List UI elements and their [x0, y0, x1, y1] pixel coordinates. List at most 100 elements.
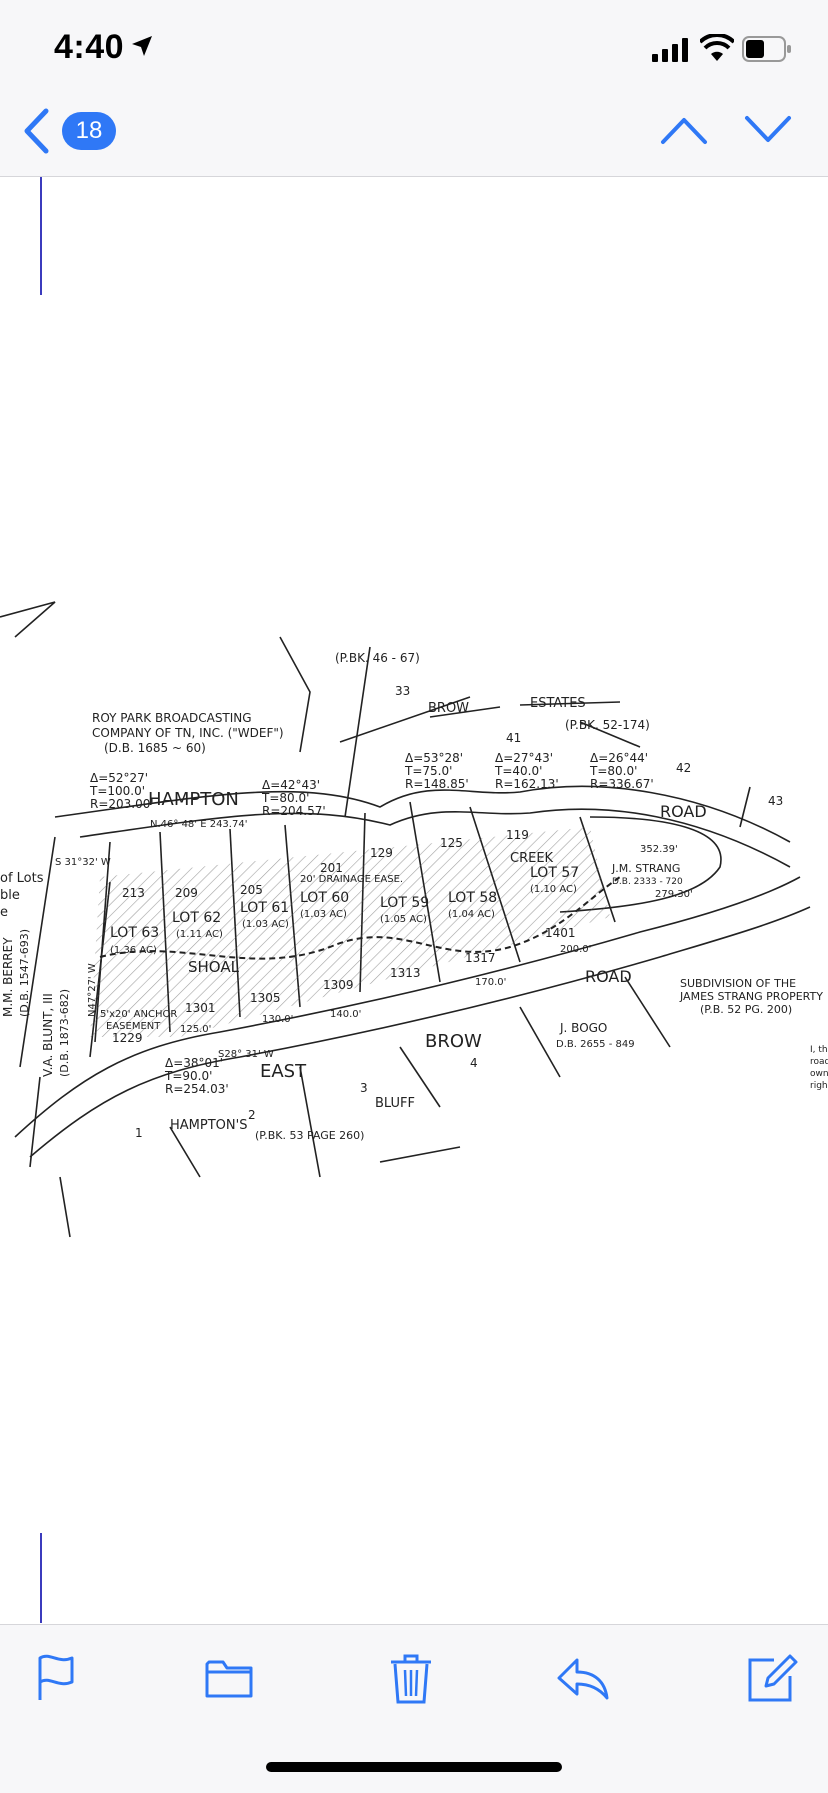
plat-label-num-1309: 1309 — [323, 978, 354, 992]
plat-label-num-1229: 1229 — [112, 1031, 143, 1045]
plat-label-curve-d-1: Δ=26°44' — [590, 751, 648, 765]
plat-label-num-1401: 1401 — [545, 926, 576, 940]
plat-label-ble: ble — [0, 888, 20, 903]
plat-label-lot60-ac: (1.03 AC) — [300, 909, 347, 920]
plat-label-bearing-bottom: S28° 31' W — [218, 1049, 274, 1060]
plat-label-sub-2: JAMES STRANG PROPERTY — [679, 990, 823, 1003]
wifi-icon — [700, 34, 734, 61]
plat-label-num-205: 205 — [240, 883, 263, 897]
plat-label-lot42: 42 — [676, 761, 691, 775]
plat-label-curve-b-2: T=75.0' — [404, 764, 452, 778]
status-bar — [0, 0, 828, 100]
shoal-creek-hatching — [90, 827, 610, 1037]
plat-label-bogo-1: J. BOGO — [559, 1021, 607, 1035]
plat-label-strang-2: D.B. 2333 - 720 — [612, 877, 683, 887]
plat-label-curve-d-3: R=336.67' — [590, 777, 654, 791]
plat-label-pbk53: (P.BK. 53 PAGE 260) — [255, 1129, 364, 1142]
plat-label-lot58-ac: (1.04 AC) — [448, 909, 495, 920]
plat-label-estates: ESTATES — [530, 696, 586, 711]
plat-label-berrey-1: M.M. BERREY — [1, 937, 15, 1017]
plat-label-lot59: LOT 59 — [380, 895, 429, 911]
shoal-creek-channel — [99, 876, 621, 960]
plat-label-east: EAST — [260, 1061, 307, 1082]
plat-label-num-201: 201 — [320, 861, 343, 875]
plat-label-bearing-n47: N47°27' W — [87, 963, 98, 1017]
plat-label-blunt-1: V.A. BLUNT, III — [41, 993, 55, 1077]
plat-label-num-1313: 1313 — [390, 966, 421, 980]
plat-label-num-129: 129 — [370, 846, 393, 860]
plat-map-drawing: ROY PARK BROADCASTING COMPANY OF TN, INC… — [0, 601, 828, 1238]
plat-label-anchor-2: EASEMENT — [106, 1021, 161, 1032]
plat-label-road-bottom: ROAD — [585, 967, 632, 986]
plat-label-num-119: 119 — [506, 828, 529, 842]
next-message-chevron-down-icon[interactable] — [744, 112, 792, 148]
plat-label-curve-c-3: R=162.13' — [495, 777, 559, 791]
plat-label-curve-a-1: Δ=42°43' — [262, 778, 320, 792]
plat-label-lot61-ac: (1.03 AC) — [242, 919, 289, 930]
plat-label-lot62: LOT 62 — [172, 910, 221, 926]
plat-label-lot61: LOT 61 — [240, 900, 289, 916]
status-time: 4:40 — [54, 28, 125, 66]
plat-linework — [0, 601, 811, 1238]
plat-label-lot2: 2 — [248, 1108, 256, 1122]
plat-label-bearing-top: N.46° 48' E 243.74' — [150, 819, 247, 830]
plat-label-dim-352: 352.39' — [640, 844, 678, 855]
plat-label-dim-130: 130.0' — [262, 1014, 293, 1025]
plat-label-bearing-left: S 31°32' W — [55, 857, 111, 868]
plat-label-hampton: HAMPTON — [148, 789, 239, 810]
plat-label-num-125: 125 — [440, 836, 463, 850]
back-chevron-icon[interactable] — [22, 108, 50, 154]
plat-label-blunt-2: (D.B. 1873-682) — [58, 989, 71, 1077]
plat-label-strang-1: J.M. STRANG — [611, 862, 680, 875]
unread-count-badge[interactable]: 18 — [62, 112, 116, 150]
plat-label-curve-bottom-1: Δ=38°01' — [165, 1056, 223, 1070]
plat-label-curve-c-1: Δ=27°43' — [495, 751, 553, 765]
plat-label-curve-left-1: Δ=52°27' — [90, 771, 148, 785]
compose-icon[interactable] — [744, 1650, 800, 1706]
plat-label-road-top: ROAD — [660, 802, 707, 821]
plat-label-lot63: LOT 63 — [110, 925, 159, 941]
plat-label-dim-200: 200.0' — [560, 944, 591, 955]
plat-label-dim-125: 125.0' — [180, 1024, 211, 1035]
navigation-bar — [0, 100, 828, 177]
plat-label-side-road: road — [810, 1057, 828, 1067]
flag-icon[interactable] — [28, 1650, 84, 1706]
plat-label-berrey-2: (D.B. 1547-693) — [18, 929, 31, 1017]
plat-label-hamptons: HAMPTON'S — [170, 1118, 247, 1133]
plat-label-dim-140: 140.0' — [330, 1009, 361, 1020]
plat-label-side-i-th: I, th — [810, 1045, 828, 1055]
plat-label-lot3: 3 — [360, 1081, 368, 1095]
location-arrow-icon — [132, 36, 152, 56]
reply-icon[interactable] — [555, 1650, 611, 1706]
plat-label-of-lots: of Lots — [0, 871, 44, 886]
plat-label-side-own: own — [810, 1069, 828, 1079]
plat-label-curve-bottom-2: T=90.0' — [164, 1069, 212, 1083]
plat-label-lot41: 41 — [506, 731, 521, 745]
plat-label-lot62-ac: (1.11 AC) — [176, 929, 223, 940]
plat-label-lot58: LOT 58 — [448, 890, 497, 906]
plat-label-creek: CREEK — [510, 851, 554, 866]
plat-label-dim-279: 279.30' — [655, 889, 693, 900]
plat-label-lot4: 4 — [470, 1056, 478, 1070]
plat-label-lot63-ac: (1.36 AC) — [110, 945, 157, 956]
plat-label-brow-bottom: BROW — [425, 1031, 482, 1052]
previous-message-chevron-up-icon[interactable] — [660, 112, 708, 148]
plat-label-curve-left-3: R=203.00' — [90, 797, 154, 811]
plat-label-curve-left-2: T=100.0' — [89, 784, 145, 798]
cellular-signal-icon — [652, 38, 688, 62]
plat-label-drainage: 20' DRAINAGE EASE. — [300, 874, 403, 885]
attachment-viewer[interactable]: ROY PARK BROADCASTING COMPANY OF TN, INC… — [0, 177, 828, 1623]
folder-icon[interactable] — [201, 1650, 257, 1706]
home-indicator[interactable] — [266, 1762, 562, 1772]
plat-label-lot59-ac: (1.05 AC) — [380, 914, 427, 925]
trash-icon[interactable] — [383, 1650, 439, 1706]
plat-label-num-1301: 1301 — [185, 1001, 216, 1015]
plat-label-num-213: 213 — [122, 886, 145, 900]
plat-label-curve-d-2: T=80.0' — [589, 764, 637, 778]
page-boundary-marker — [40, 1533, 42, 1623]
plat-label-roy-park-1: ROY PARK BROADCASTING — [92, 711, 252, 725]
plat-label-num-1317: 1317 — [465, 951, 496, 965]
plat-label-e: e — [0, 905, 8, 920]
plat-label-bogo-2: D.B. 2655 - 849 — [556, 1039, 635, 1050]
plat-label-shoal: SHOAL — [188, 958, 240, 976]
